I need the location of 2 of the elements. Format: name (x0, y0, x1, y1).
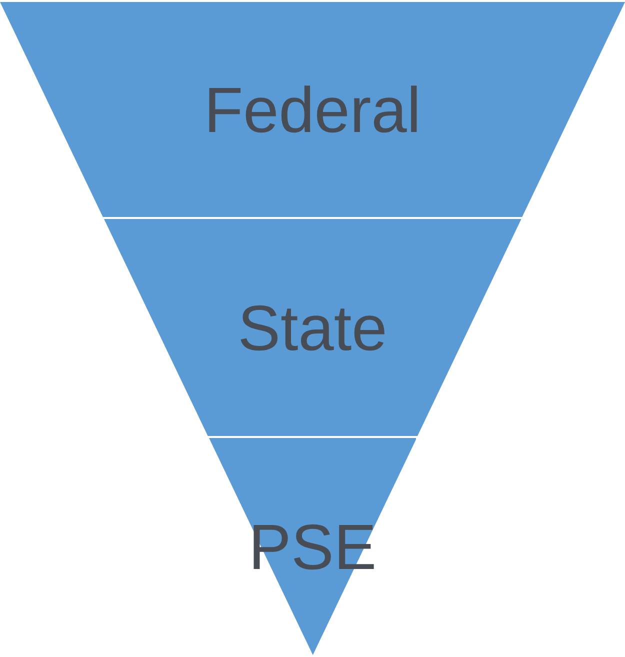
band-label: Federal (204, 78, 421, 142)
band-label: State (238, 296, 388, 360)
